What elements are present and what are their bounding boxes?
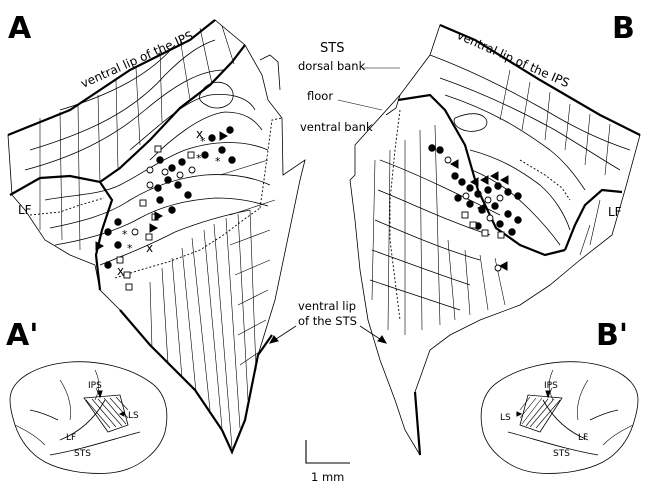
label-ips-lip-right: ventral lip of the IPS — [455, 28, 572, 90]
label-ventral-bank: ventral bank — [300, 120, 373, 134]
brain-outline-left — [9, 361, 168, 474]
label-sts: STS — [320, 41, 344, 56]
svg-text:*: * — [215, 155, 221, 168]
svg-text:*: * — [200, 135, 206, 148]
panel-label-b: B — [612, 11, 635, 46]
svg-text:x: x — [196, 127, 203, 141]
svg-text:*: * — [196, 152, 202, 165]
panel-label-a: A — [8, 11, 32, 46]
brain-right-lf: LF — [578, 433, 588, 443]
scale-bar-label: 1 mm — [311, 470, 344, 484]
scale-bar: 1 mm — [305, 440, 350, 484]
brain-right-sts: STS — [553, 449, 570, 459]
flatmap-right — [349, 23, 641, 456]
brain-outline-right — [480, 361, 639, 474]
label-floor: floor — [307, 89, 333, 103]
label-sts-lip-1: ventral lip — [298, 299, 356, 313]
svg-text:*: * — [127, 242, 133, 255]
hatched-region-left — [85, 396, 129, 429]
brain-left-lf: LF — [66, 433, 76, 443]
svg-text:x: x — [117, 264, 124, 278]
panel-label-b-prime: B' — [596, 318, 628, 353]
label-sts-lip-2: of the STS — [298, 314, 357, 328]
brain-right-ls: LS — [500, 413, 511, 423]
recording-sites-left: * * * * * x x x — [95, 126, 236, 291]
svg-text:x: x — [146, 241, 153, 255]
brain-right-ips: IPS — [544, 381, 558, 391]
label-dorsal-bank: dorsal bank — [298, 59, 366, 73]
recording-sites-right — [428, 144, 522, 272]
brain-left-ips: IPS — [88, 381, 102, 391]
panel-label-a-prime: A' — [6, 318, 38, 353]
hatched-region-right — [519, 396, 561, 429]
brain-left-sts: STS — [74, 449, 91, 459]
label-lf-left: LF — [18, 203, 32, 217]
label-lf-right: LF — [608, 205, 622, 219]
svg-text:*: * — [122, 228, 128, 241]
brain-left-ls: LS — [128, 411, 139, 421]
